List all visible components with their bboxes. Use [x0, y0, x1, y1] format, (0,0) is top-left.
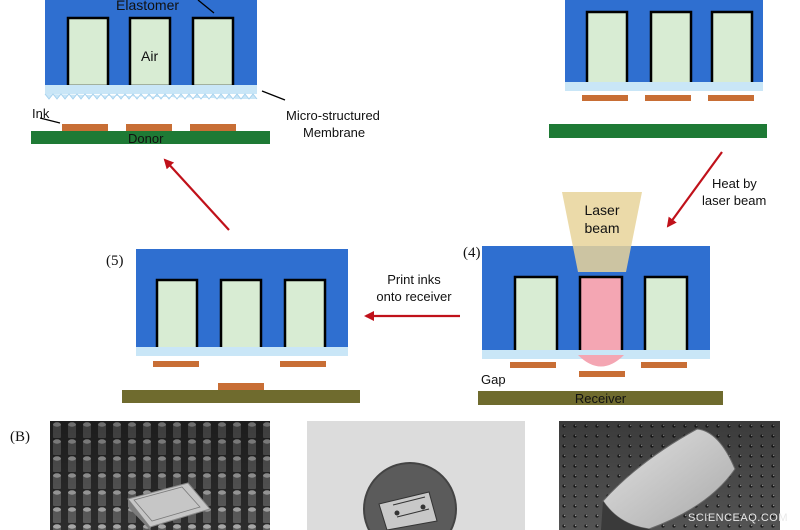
elastomer-label: Elastomer — [116, 0, 180, 13]
air-cavity — [283, 278, 327, 354]
step-5-label: (5) — [106, 253, 124, 269]
ink-pad — [641, 362, 687, 368]
stamp-step5 — [122, 249, 360, 403]
laser-label-1: Laser — [584, 202, 620, 218]
ink-pad — [280, 361, 326, 367]
heated-air-cavity — [578, 275, 624, 357]
air-cavity — [710, 10, 754, 86]
air-cavity — [219, 278, 263, 354]
ink-pointer — [39, 117, 61, 124]
print-label-1: Print inks — [387, 272, 441, 287]
receiver-substrate — [478, 391, 723, 405]
air-cavity — [513, 275, 559, 357]
donor-substrate — [31, 131, 270, 144]
printed-ink — [218, 383, 264, 390]
ink-pad-released — [579, 371, 625, 377]
print-label-2: onto receiver — [376, 289, 452, 304]
ink-label: Ink — [32, 106, 50, 121]
step-4-label: (4) — [463, 245, 481, 261]
membrane-label-1: Micro-structured — [286, 108, 380, 123]
ink-pad — [708, 95, 754, 101]
receiver-label: Receiver — [574, 391, 627, 406]
air-cavity — [128, 16, 172, 88]
laser-beam — [562, 192, 642, 272]
membrane — [482, 350, 710, 359]
gap-label: Gap — [481, 372, 506, 387]
watermark: SCIENCEAQ.COM — [687, 512, 788, 524]
micro-structure — [44, 93, 258, 100]
elastomer-pointer — [197, 0, 215, 14]
membrane — [136, 347, 348, 356]
ink-pad — [153, 361, 199, 367]
optical-chip-photo — [307, 421, 525, 530]
donor-label: Donor — [128, 131, 164, 146]
ink-pad — [645, 95, 691, 101]
membrane-label-2: Membrane — [303, 125, 366, 140]
laser-label-2: beam — [584, 220, 620, 236]
ink-pad — [126, 124, 172, 131]
sem-tilted-plate-photo — [559, 421, 780, 530]
arrow-return — [163, 158, 230, 231]
air-cavity — [649, 10, 693, 86]
ink-pad — [62, 124, 108, 131]
air-cavity — [155, 278, 199, 354]
ink-pad — [510, 362, 556, 368]
sem-pillar-array-photo — [50, 421, 270, 530]
ink-pad — [582, 95, 628, 101]
membrane — [45, 85, 257, 94]
stamp-step1 — [31, 0, 286, 144]
stamp-step2 — [549, 0, 767, 138]
heat-label-2: laser beam — [702, 193, 767, 208]
membrane — [565, 82, 763, 91]
heat-label-1: Heat by — [712, 176, 757, 191]
donor-substrate — [549, 124, 767, 138]
arrow-heat — [666, 151, 723, 228]
ink-pad — [190, 124, 236, 131]
membrane-bulge — [578, 355, 624, 367]
air-cavity — [643, 275, 689, 357]
air-cavity — [585, 10, 629, 86]
air-label: Air — [141, 48, 159, 64]
air-cavity — [66, 16, 110, 88]
air-cavity — [191, 16, 235, 88]
receiver-substrate — [122, 390, 360, 403]
stamp-step4 — [478, 192, 723, 405]
panel-b-label: (B) — [10, 429, 30, 445]
membrane-pointer — [261, 90, 286, 101]
